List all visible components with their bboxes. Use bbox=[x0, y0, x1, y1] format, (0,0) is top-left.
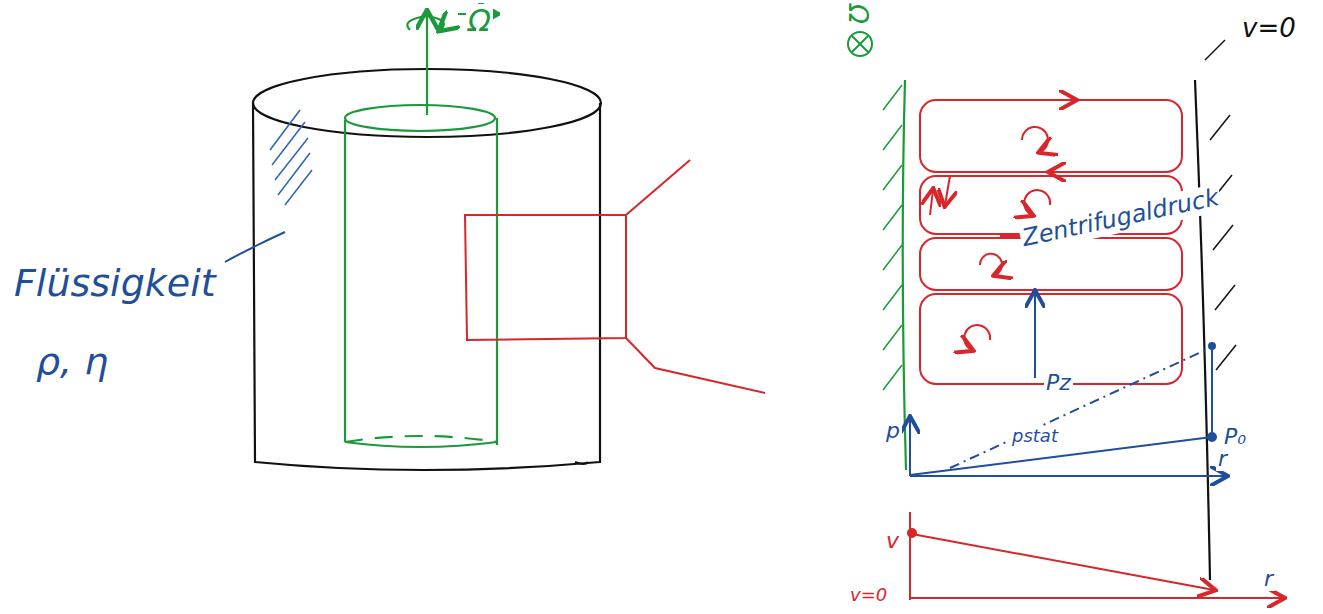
fluid-label: Flüssigkeit bbox=[12, 262, 218, 306]
pressure-label: Zentrifugaldruck bbox=[1018, 184, 1223, 253]
zoom-frame bbox=[465, 160, 765, 393]
axis-label: r bbox=[1262, 566, 1275, 591]
wall-hatching bbox=[270, 110, 312, 205]
leader-line bbox=[225, 232, 285, 262]
pressure-plot bbox=[910, 343, 1226, 476]
axis-label: r bbox=[1216, 446, 1229, 471]
outer-cylinder bbox=[253, 69, 601, 470]
pressure-label: pstat bbox=[1010, 426, 1060, 447]
axis-label: v bbox=[884, 528, 901, 553]
axis-label: v=0 bbox=[848, 585, 889, 606]
pressure-label: Pz bbox=[1044, 370, 1073, 395]
into-page-symbol bbox=[848, 32, 872, 56]
inner-cylinder bbox=[345, 12, 497, 447]
axis-label: p bbox=[884, 418, 902, 443]
velocity-plot bbox=[908, 512, 1283, 600]
fluid-property-label: ρ, η bbox=[34, 340, 110, 384]
boundary-label: v=0 bbox=[1240, 14, 1298, 44]
walls bbox=[903, 80, 1210, 580]
rotation-label: Ω bbox=[842, 2, 872, 26]
rotation-label: Ω bbox=[466, 4, 493, 39]
inner-hatching bbox=[883, 85, 902, 390]
pressure-arrow bbox=[1034, 292, 1036, 378]
